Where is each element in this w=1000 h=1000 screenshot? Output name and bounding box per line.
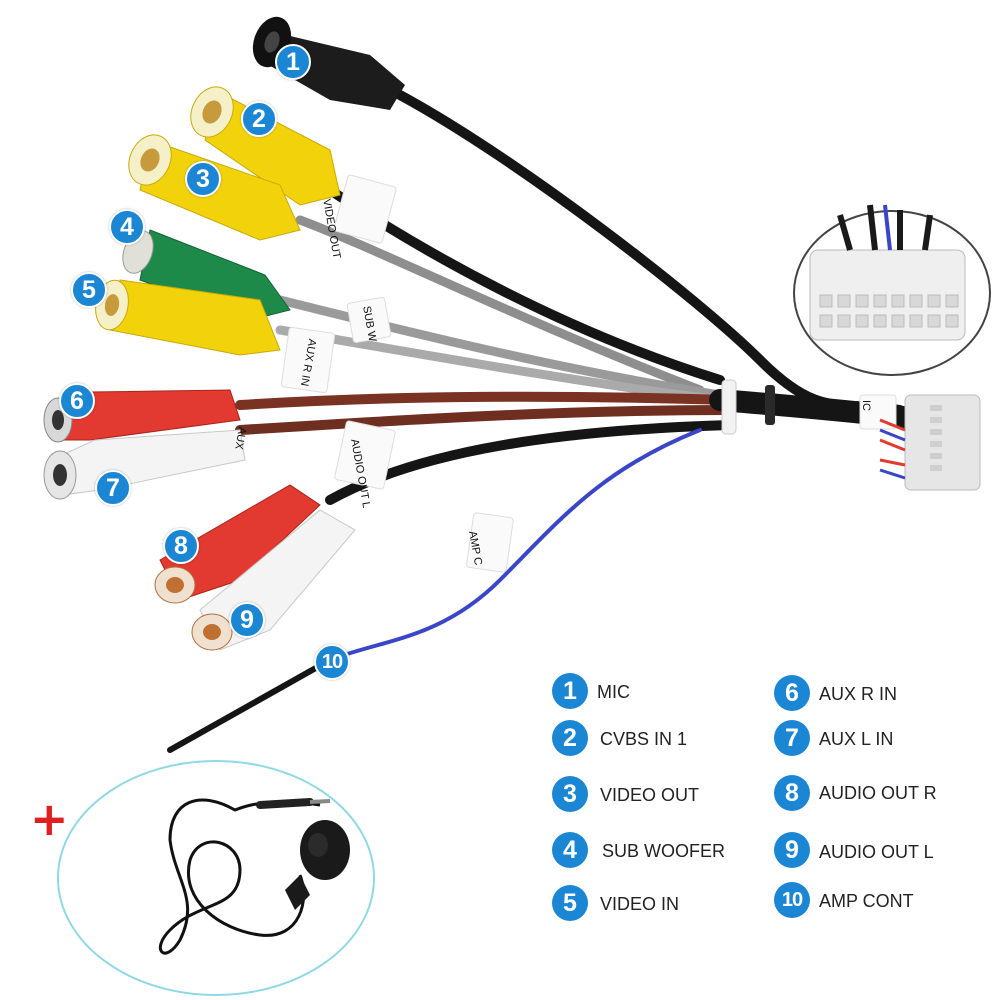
connector-zoom-inset bbox=[793, 204, 991, 376]
aux-l-cable bbox=[235, 405, 735, 435]
callout-badge-4: 4 bbox=[109, 209, 145, 245]
legend-label-video-in: VIDEO IN bbox=[600, 894, 680, 914]
legend-badge-6: 6 bbox=[774, 675, 810, 711]
legend-badge-7: 7 bbox=[774, 720, 810, 756]
amp-cont-wire bbox=[328, 428, 702, 662]
legend-label-aux-r-in: AUX R IN bbox=[819, 684, 898, 704]
harness-connector bbox=[879, 394, 981, 491]
video-cable-3 bbox=[295, 215, 705, 395]
cable-ties bbox=[721, 379, 775, 435]
callout-badge-5: 5 bbox=[71, 272, 107, 308]
legend-badge-8: 8 bbox=[774, 775, 810, 811]
legend-badge-5: 5 bbox=[552, 885, 588, 921]
amp-cont-black bbox=[167, 657, 333, 753]
legend-badge-1: 1 bbox=[552, 673, 588, 709]
plus-sign: + bbox=[30, 792, 69, 846]
legend-badge-10: 10 bbox=[774, 882, 810, 918]
rca-yellow-2 bbox=[190, 86, 341, 206]
rca-red-8 bbox=[154, 484, 321, 604]
legend-badge-3: 3 bbox=[552, 776, 588, 812]
cable-tie bbox=[721, 379, 737, 435]
callout-badge-6: 6 bbox=[59, 383, 95, 419]
aux-r-cable bbox=[235, 391, 735, 410]
legend-badge-9: 9 bbox=[774, 832, 810, 868]
microphone-accessory bbox=[57, 760, 375, 996]
trunk bbox=[709, 389, 941, 431]
rca-yellow-3 bbox=[128, 134, 301, 241]
legend-badge-2: 2 bbox=[552, 720, 588, 756]
legend-label-audio-out-r: AUDIO OUT R bbox=[819, 783, 937, 803]
callout-badge-9: 9 bbox=[229, 602, 265, 638]
legend-label-sub-woofer: SUB WOOFER bbox=[602, 841, 726, 861]
sub-woofer-cable bbox=[275, 295, 725, 400]
legend-label-amp-cont: AMP CONT bbox=[819, 891, 914, 911]
legend-label-aux-l-in: AUX L IN bbox=[819, 729, 894, 749]
callout-badge-1: 1 bbox=[275, 44, 311, 80]
callout-badge-2: 2 bbox=[241, 101, 277, 137]
callout-badge-10: 10 bbox=[314, 644, 350, 680]
legend-label-cvbs-in-1: CVBS IN 1 bbox=[600, 729, 688, 749]
callout-badge-8: 8 bbox=[163, 528, 199, 564]
legend-label-audio-out-l: AUDIO OUT L bbox=[819, 842, 934, 862]
callout-badge-3: 3 bbox=[185, 161, 221, 197]
callout-badge-7: 7 bbox=[95, 470, 131, 506]
mic-socket bbox=[252, 16, 405, 110]
video-in-cable bbox=[275, 325, 725, 405]
cable-tie bbox=[765, 385, 775, 425]
cable-labels bbox=[280, 174, 897, 573]
tag-connector: IC bbox=[860, 400, 872, 411]
legend-label-mic: MIC bbox=[597, 682, 630, 702]
legend-label-video-out: VIDEO OUT bbox=[600, 785, 700, 805]
legend-badge-4: 4 bbox=[552, 832, 588, 868]
